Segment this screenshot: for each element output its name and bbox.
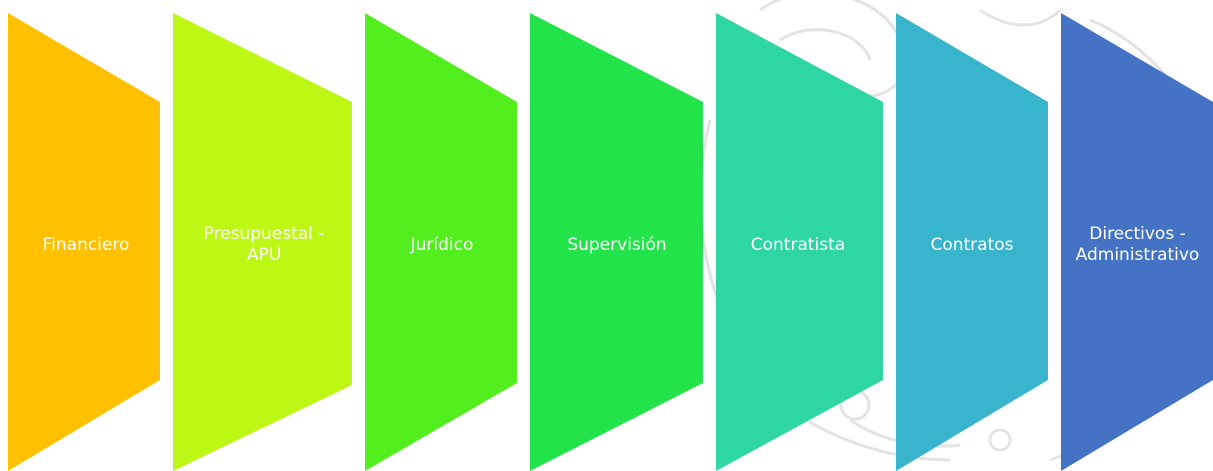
step-label-contratista: Contratista <box>750 234 846 255</box>
step-label-directivos-administrativo: Directivos - Administrativo <box>1075 224 1200 265</box>
chevron-directivos-administrativo <box>1061 13 1213 471</box>
chevron-supervision <box>530 13 703 471</box>
chevron-contratista <box>716 13 883 471</box>
step-label-contratos: Contratos <box>930 234 1014 255</box>
chevron-financiero <box>8 13 160 471</box>
chevron-contratos <box>896 13 1048 471</box>
step-label-presupuestal-apu: Presupuestal - APU <box>203 224 325 265</box>
step-label-juridico: Jurídico <box>410 234 474 255</box>
chevron-presupuestal-apu <box>173 13 352 471</box>
chevron-juridico <box>365 13 517 471</box>
step-label-financiero: Financiero <box>42 234 130 255</box>
step-label-supervision: Supervisión <box>567 234 667 255</box>
